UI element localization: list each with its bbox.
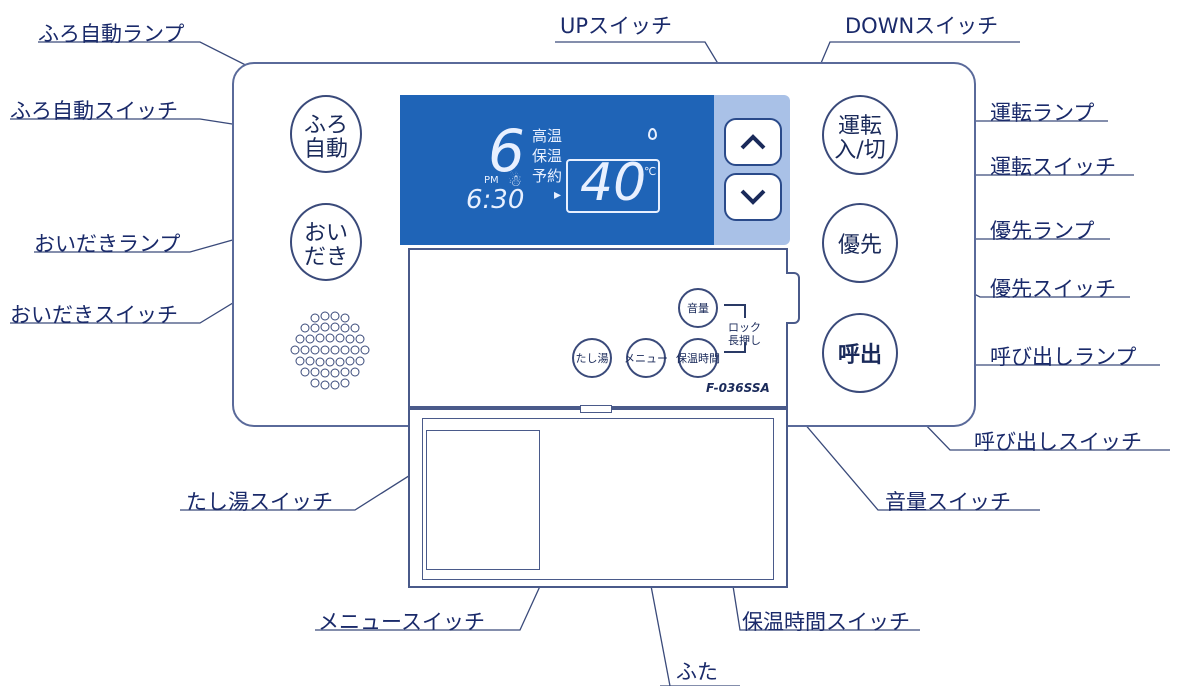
- furo-line2: 自動: [303, 137, 348, 162]
- hoon-jikan-button[interactable]: 保温時間: [676, 338, 720, 378]
- mode-keep: 保温: [532, 147, 563, 165]
- oidaki-line2: だき: [303, 245, 348, 270]
- lid-hinge: [580, 405, 612, 413]
- onryo-label: 音量: [687, 302, 709, 315]
- label-oidaki-switch: おいだきスイッチ: [10, 303, 178, 327]
- temp-frame: [566, 159, 660, 213]
- furo-line1: ふろ: [303, 113, 348, 138]
- yobidashi-label: 呼出: [837, 343, 882, 368]
- oidaki-line1: おい: [303, 221, 348, 246]
- menu-button[interactable]: メニュー: [624, 338, 668, 378]
- label-down-switch: DOWNスイッチ: [845, 14, 999, 38]
- model-number: F-036SSA: [706, 381, 770, 395]
- label-furo-lamp: ふろ自動ランプ: [38, 22, 185, 46]
- oidaki-button[interactable]: おい だき: [290, 203, 362, 281]
- menu-label: メニュー: [624, 352, 668, 365]
- label-yusen-lamp: 優先ランプ: [990, 219, 1095, 243]
- furo-button[interactable]: ふろ 自動: [290, 95, 362, 173]
- unten-line2: 入/切: [834, 138, 886, 163]
- hand-icon: ▸: [554, 187, 562, 203]
- mode-reserve: 予約: [532, 167, 563, 185]
- label-hoon-jikan-switch: 保温時間スイッチ: [742, 610, 910, 634]
- lcd-screen: 6 高温 保温 予約 PM 6:30 ☃ 40 ℃ ▸: [400, 95, 716, 245]
- unten-line1: 運転: [837, 114, 882, 139]
- tashiyu-label: たし湯: [575, 352, 609, 365]
- label-yusen-switch: 優先スイッチ: [990, 277, 1116, 301]
- label-menu-switch: メニュースイッチ: [318, 610, 485, 634]
- leader-futa: [647, 569, 740, 686]
- up-button[interactable]: [724, 118, 782, 166]
- onryo-button[interactable]: 音量: [678, 288, 718, 328]
- label-oidaki-lamp: おいだきランプ: [34, 232, 181, 256]
- lock-line2: 長押し: [728, 334, 761, 347]
- mode-high: 高温: [532, 127, 563, 145]
- lid-inner-frame: [422, 418, 774, 580]
- panel-tab: [786, 272, 800, 324]
- label-tashiyu-switch: たし湯スイッチ: [186, 490, 333, 514]
- unten-button[interactable]: 運転 入/切: [822, 95, 898, 175]
- label-futa: ふた: [676, 660, 718, 684]
- chevron-up-icon: [740, 134, 766, 150]
- chevron-down-icon: [740, 189, 766, 205]
- hoon-jikan-label: 保温時間: [676, 352, 720, 365]
- label-unten-switch: 運転スイッチ: [990, 155, 1116, 179]
- label-onryo-switch: 音量スイッチ: [885, 490, 1011, 514]
- lid-window: [426, 430, 540, 570]
- yusen-button[interactable]: 優先: [822, 203, 898, 283]
- down-button[interactable]: [724, 173, 782, 221]
- label-furo-switch: ふろ自動スイッチ: [10, 99, 178, 123]
- level-digit: 6: [488, 117, 525, 185]
- bath-icon: ☃: [508, 171, 523, 190]
- lower-panel: [408, 248, 788, 408]
- flame-icon: [648, 128, 657, 140]
- label-up-switch: UPスイッチ: [560, 14, 673, 38]
- yobidashi-button[interactable]: 呼出: [822, 313, 898, 393]
- lid[interactable]: [408, 408, 788, 588]
- label-yobidashi-lamp: 呼び出しランプ: [990, 345, 1137, 369]
- label-unten-lamp: 運転ランプ: [990, 101, 1095, 125]
- clock-time: 6:30: [466, 185, 525, 215]
- temperature-value: 40: [580, 153, 647, 213]
- tashiyu-button[interactable]: たし湯: [572, 338, 612, 378]
- lock-line1: ロック: [728, 321, 761, 334]
- yusen-label: 優先: [837, 233, 882, 258]
- speaker-grille: [290, 311, 370, 390]
- temperature-unit: ℃: [644, 165, 657, 178]
- ampm: PM: [484, 175, 499, 186]
- label-yobidashi-switch: 呼び出しスイッチ: [974, 430, 1142, 454]
